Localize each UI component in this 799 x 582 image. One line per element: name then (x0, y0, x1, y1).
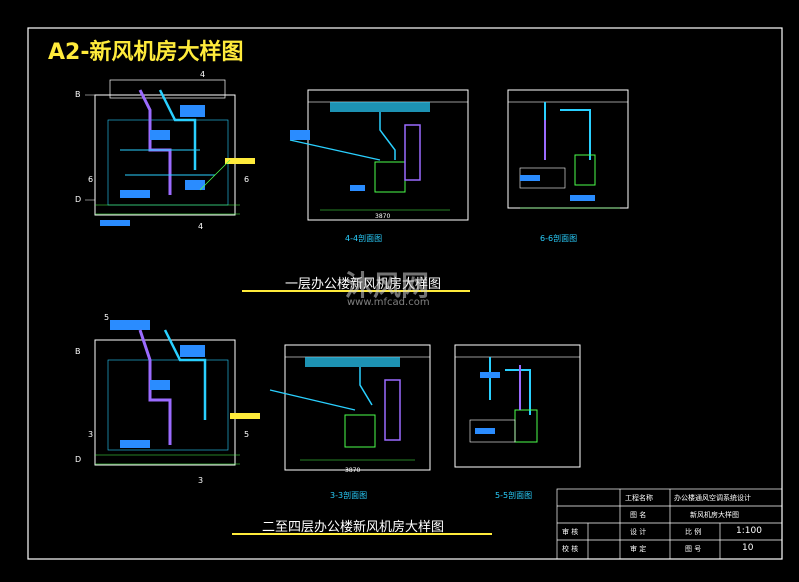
watermark-url: www.mfcad.com (347, 297, 430, 308)
tb-project-value: 办公楼通风空调系统设计 (674, 494, 751, 502)
tb-scale-value: 1:100 (736, 526, 762, 536)
axis-label-top-1: 4 (200, 70, 206, 79)
axis-label-right-1: 6 (244, 175, 250, 184)
title-block (556, 488, 783, 560)
tb-drawing-value: 新风机房大样图 (690, 511, 739, 519)
axis-label-b-2: B (75, 347, 81, 356)
dimension-label-1: 3870 (375, 213, 391, 220)
section-label-5-5: 5-5剖面图 (495, 491, 533, 500)
tb-design-label: 设 计 (630, 528, 647, 536)
tb-scale-label: 比 例 (685, 528, 702, 536)
axis-label-bottom-2: 3 (198, 476, 204, 485)
tb-check-label: 审 核 (562, 528, 579, 536)
axis-label-d-2: D (75, 455, 82, 464)
axis-label-left-1: 6 (88, 175, 94, 184)
section-label-6-6: 6-6剖面图 (540, 234, 578, 243)
plan-caption-1: 一层办公楼新风机房大样图 (285, 277, 442, 292)
tb-drawing-label: 图 名 (630, 511, 647, 519)
axis-label-left-2: 3 (88, 430, 94, 439)
axis-label-d-1: D (75, 195, 82, 204)
section-label-4-4: 4-4剖面图 (345, 234, 383, 243)
axis-label-bottom-1: 4 (198, 222, 204, 231)
section-view-6-6 (507, 89, 629, 209)
sheet-border (27, 27, 783, 560)
section-label-3-3: 3-3剖面图 (330, 491, 368, 500)
section-view-4-4 (289, 89, 469, 221)
plan-view-1 (85, 79, 255, 226)
drawing-title: A2-新风机房大样图 (48, 40, 244, 65)
axis-label-right-2: 5 (244, 430, 250, 439)
tb-sheet-value: 10 (742, 543, 754, 553)
plan-view-2 (94, 320, 260, 466)
watermark-text: 沐风网 (345, 269, 430, 302)
tb-review-label: 校 核 (562, 545, 579, 553)
plan-caption-2: 二至四层办公楼新风机房大样图 (262, 520, 445, 535)
tb-project-label: 工程名称 (625, 494, 653, 502)
axis-label-top-2: 5 (104, 313, 110, 322)
axis-label-b-1: B (75, 90, 81, 99)
section-view-5-5 (454, 344, 581, 468)
section-view-3-3 (269, 344, 431, 471)
tb-reviewer-label: 审 定 (630, 545, 647, 553)
tb-sheet-label: 图 号 (685, 545, 702, 553)
dimension-label-2: 3870 (345, 467, 361, 474)
